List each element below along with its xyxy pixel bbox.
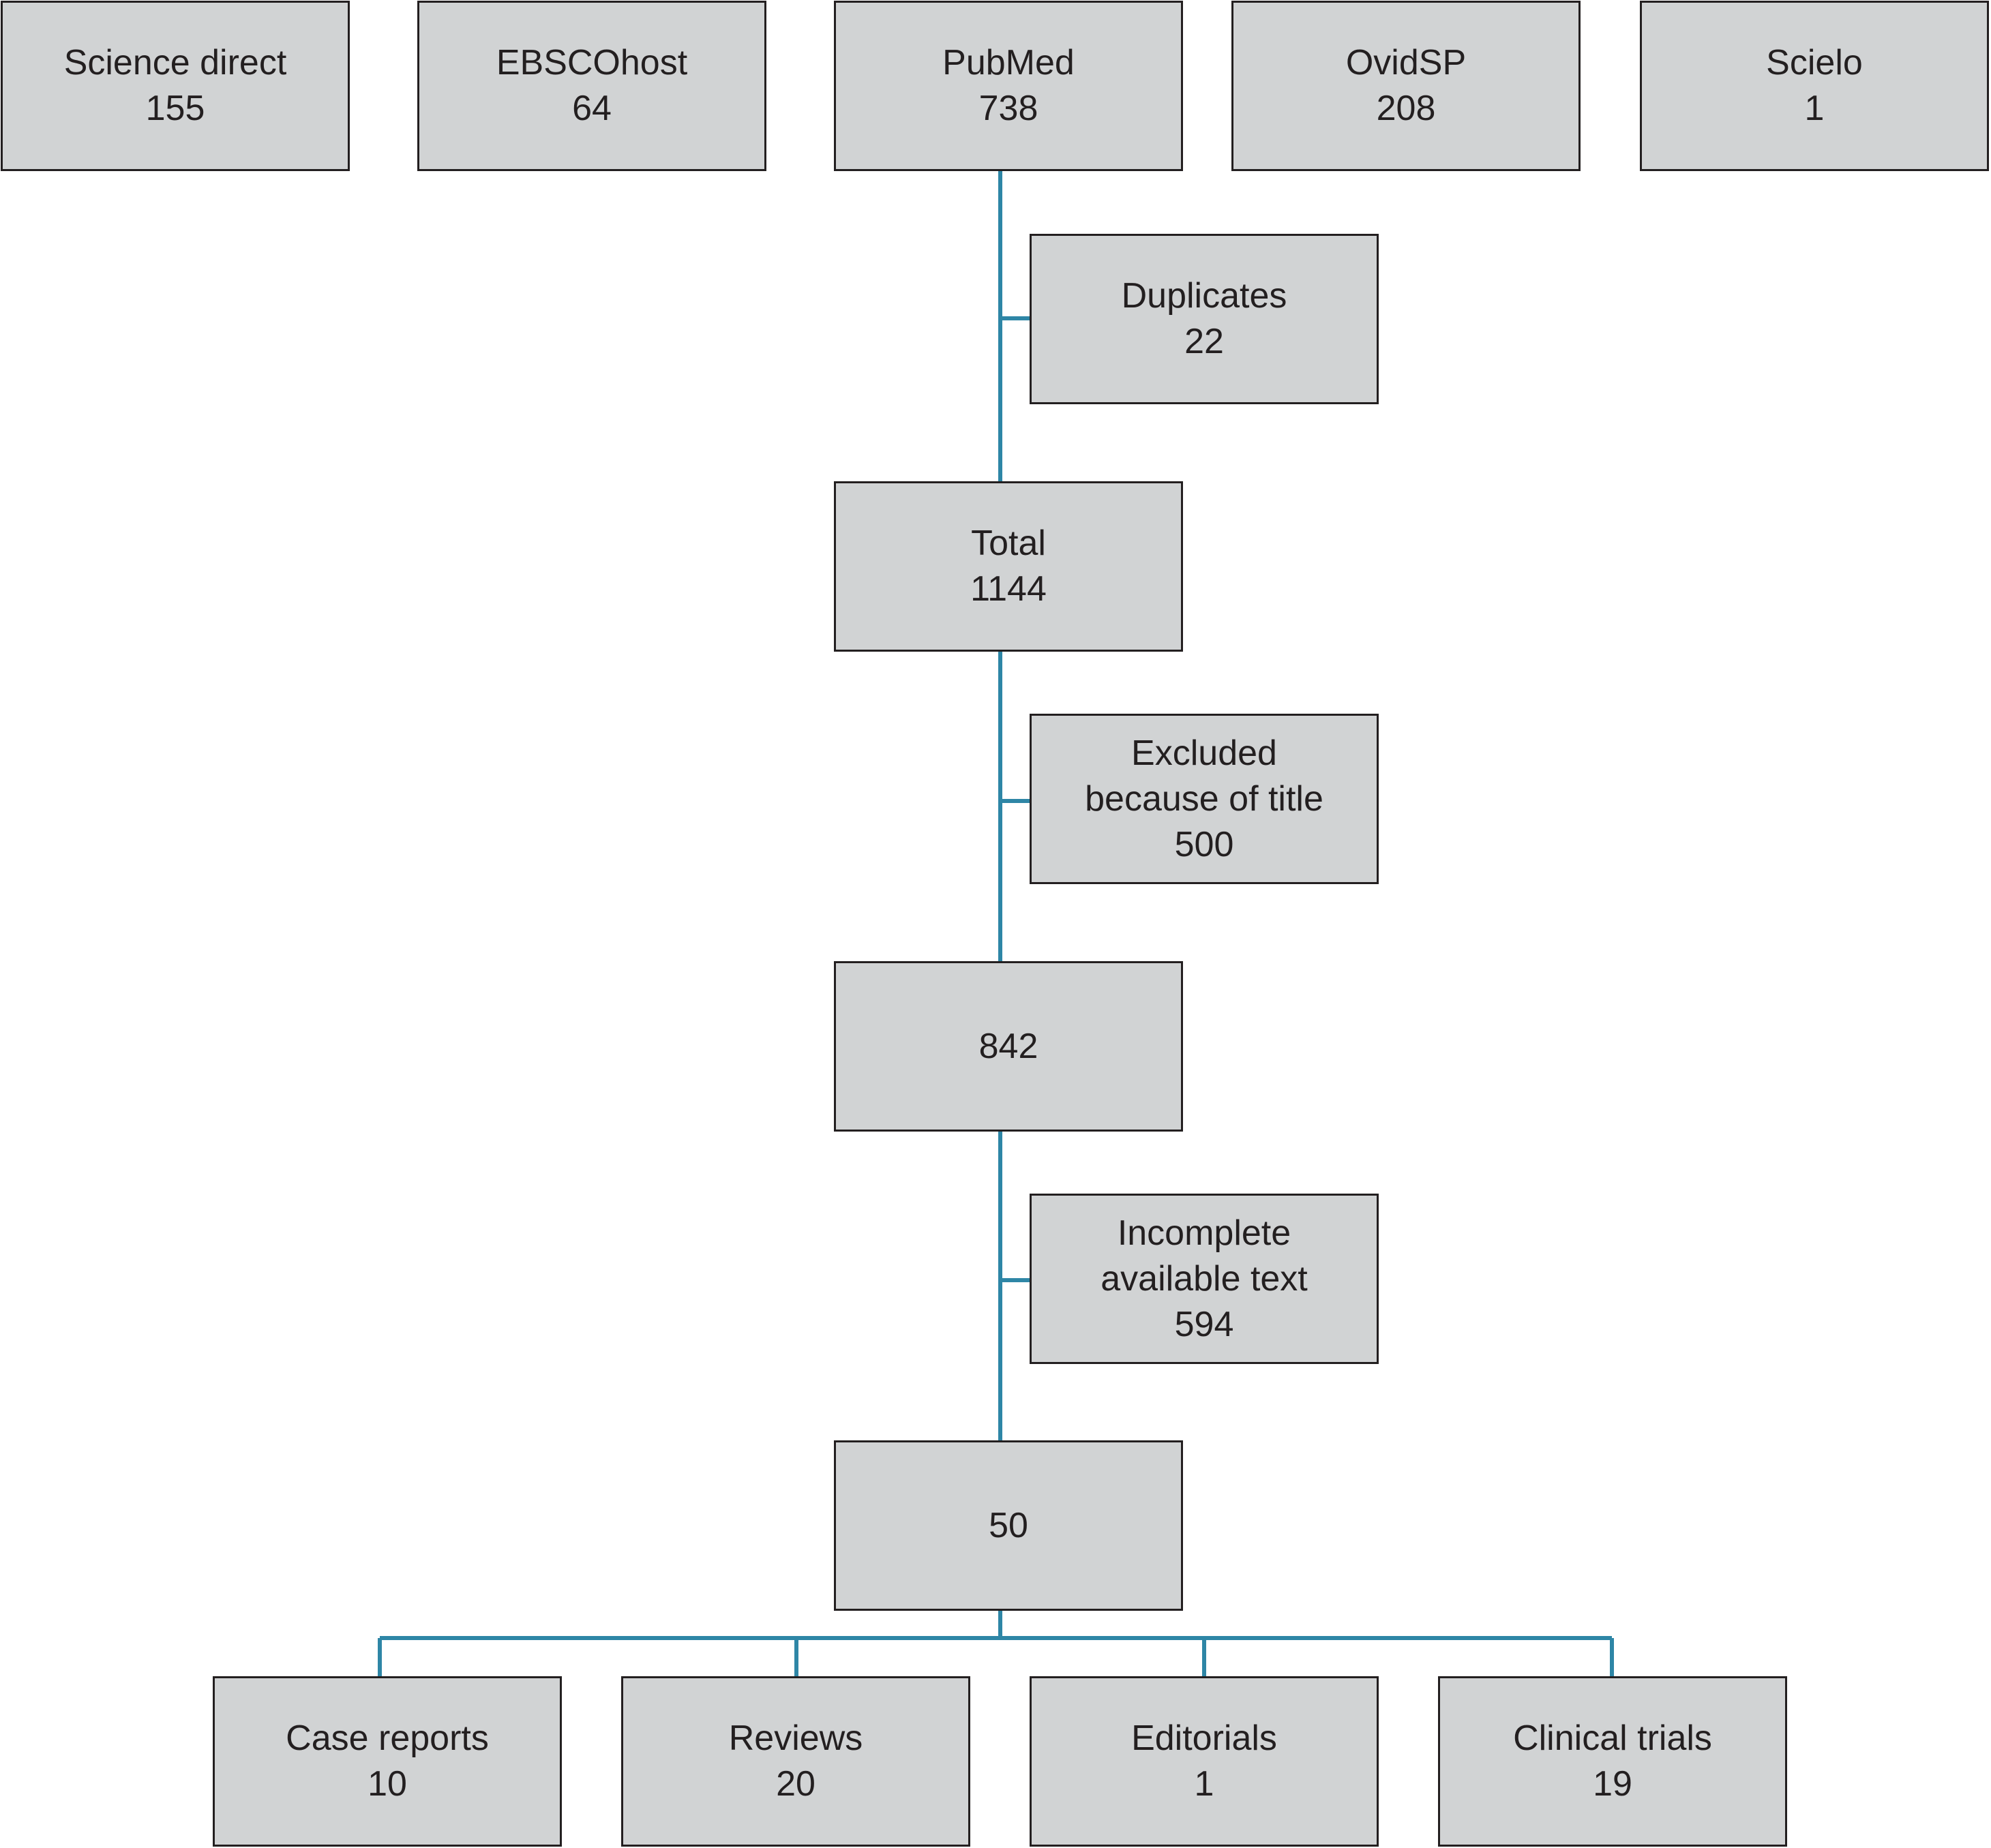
incomplete-text-label-line2: available text (1101, 1258, 1308, 1299)
incomplete-text-label-line1: Incomplete (1117, 1213, 1291, 1253)
included-count: 50 (989, 1505, 1028, 1545)
source-label: OvidSP (1345, 43, 1467, 82)
excluded-title-count: 500 (1174, 824, 1234, 864)
category-count: 19 (1593, 1764, 1632, 1804)
source-ebscohost: EBSCOhost 64 (417, 1, 766, 171)
category-count: 10 (368, 1764, 407, 1804)
category-label: Editorials (1131, 1718, 1277, 1758)
category-case-reports: Case reports 10 (213, 1676, 562, 1847)
after-title-box: 842 (834, 961, 1183, 1132)
incomplete-text-count: 594 (1174, 1304, 1234, 1344)
source-label: Scielo (1766, 43, 1863, 82)
included-box: 50 (834, 1440, 1183, 1611)
source-count: 155 (145, 89, 205, 128)
category-label: Case reports (286, 1718, 489, 1758)
source-pubmed: PubMed 738 (834, 1, 1183, 171)
source-label: Science direct (63, 43, 287, 82)
source-count: 208 (1376, 89, 1436, 128)
category-editorials: Editorials 1 (1030, 1676, 1379, 1847)
category-reviews: Reviews 20 (621, 1676, 970, 1847)
source-count: 738 (978, 89, 1038, 128)
duplicates-count: 22 (1184, 322, 1224, 361)
duplicates-box: Duplicates 22 (1030, 234, 1379, 404)
source-label: EBSCOhost (496, 43, 688, 82)
total-box: Total 1144 (834, 481, 1183, 652)
source-scielo: Scielo 1 (1640, 1, 1989, 171)
incomplete-text-box: Incomplete available text 594 (1030, 1194, 1379, 1364)
excluded-title-box: Excluded because of title 500 (1030, 714, 1379, 884)
category-count: 1 (1194, 1764, 1214, 1804)
after-title-count: 842 (978, 1026, 1038, 1066)
source-science-direct: Science direct 155 (1, 1, 350, 171)
source-count: 1 (1804, 89, 1825, 128)
source-ovidsp: OvidSP 208 (1231, 1, 1581, 171)
source-label: PubMed (942, 43, 1075, 82)
category-count: 20 (776, 1764, 815, 1804)
total-count: 1144 (970, 569, 1047, 609)
excluded-title-label-line1: Excluded (1131, 733, 1277, 773)
category-clinical-trials: Clinical trials 19 (1438, 1676, 1787, 1847)
duplicates-label: Duplicates (1121, 276, 1287, 316)
source-count: 64 (572, 89, 612, 128)
category-label: Reviews (728, 1718, 863, 1758)
category-label: Clinical trials (1513, 1718, 1712, 1758)
total-label: Total (971, 524, 1046, 563)
excluded-title-label-line2: because of title (1085, 778, 1323, 819)
